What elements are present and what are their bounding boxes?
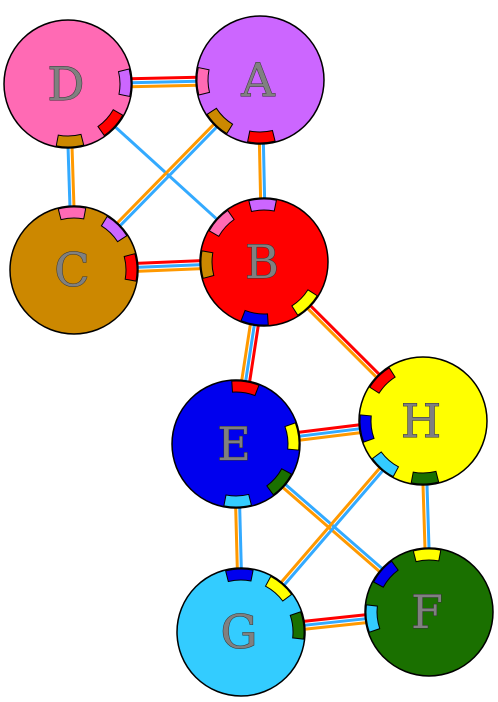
edge-strand xyxy=(425,482,431,551)
port-marker-D xyxy=(196,66,211,96)
node-A: A xyxy=(195,15,325,145)
edge-strand xyxy=(261,141,267,201)
port-marker-D xyxy=(57,206,87,221)
edge-A-C xyxy=(114,121,220,229)
edge-strand xyxy=(130,83,199,89)
edge-strand xyxy=(136,267,203,273)
node-label: D xyxy=(48,57,85,111)
edge-strand xyxy=(239,322,253,383)
edge-A-B xyxy=(257,141,267,201)
node-circle xyxy=(176,567,306,697)
edge-B-H xyxy=(305,303,382,380)
edge-G-F xyxy=(302,613,368,631)
edge-strand xyxy=(66,145,72,209)
port-marker-F xyxy=(410,470,440,485)
node-circle xyxy=(9,205,139,335)
node-circle xyxy=(358,356,488,486)
edge-B-E xyxy=(239,322,261,384)
port-marker-H xyxy=(264,575,293,602)
edge-strand xyxy=(296,423,362,434)
edge-H-G xyxy=(278,465,386,588)
edges-layer xyxy=(66,75,431,631)
edge-strand xyxy=(302,613,368,623)
port-marker-F xyxy=(266,468,293,496)
port-marker-G xyxy=(223,493,252,508)
node-label: G xyxy=(221,605,258,659)
port-marker-A xyxy=(117,68,132,98)
edge-strand xyxy=(117,124,220,229)
node-circle xyxy=(195,15,325,145)
edge-strand xyxy=(70,145,76,209)
port-marker-F xyxy=(289,611,305,640)
port-marker-E xyxy=(225,568,254,583)
port-marker-A xyxy=(100,215,128,243)
edge-strand xyxy=(308,303,382,377)
node-D: D xyxy=(3,19,133,149)
node-label: E xyxy=(217,417,251,471)
node-H: H xyxy=(358,356,488,486)
edge-E-H xyxy=(296,423,363,442)
port-marker-G xyxy=(365,604,381,633)
edge-strand xyxy=(297,431,363,442)
port-marker-G xyxy=(371,451,400,478)
node-circle xyxy=(199,197,329,327)
edge-strand xyxy=(243,323,257,383)
port-marker-C xyxy=(206,107,234,135)
node-G: G xyxy=(176,567,306,697)
edge-E-G xyxy=(234,505,243,571)
edge-strand xyxy=(135,263,203,269)
port-marker-B xyxy=(231,380,260,397)
port-marker-D xyxy=(208,209,235,237)
edge-strand xyxy=(114,121,217,226)
node-label: B xyxy=(245,235,279,289)
port-marker-H xyxy=(284,422,300,451)
edge-strand xyxy=(302,617,368,627)
edge-strand xyxy=(238,505,243,571)
node-label: A xyxy=(240,53,275,107)
edge-strand xyxy=(305,306,379,380)
edge-D-A xyxy=(129,75,199,89)
port-marker-E xyxy=(240,309,269,326)
edge-D-C xyxy=(66,145,76,209)
node-circle xyxy=(171,379,301,509)
node-circle xyxy=(3,19,133,149)
port-marker-C xyxy=(200,250,215,279)
port-marker-H xyxy=(412,548,442,563)
edge-strand xyxy=(302,621,368,631)
port-marker-B xyxy=(247,129,276,144)
edge-strand xyxy=(129,79,199,85)
edge-strand xyxy=(129,75,198,81)
port-marker-B xyxy=(97,109,124,137)
node-circle xyxy=(364,547,494,677)
edge-strand xyxy=(278,465,383,585)
node-B: B xyxy=(199,197,329,327)
nodes-layer: A B C D E F G H xyxy=(3,15,494,697)
edge-strand xyxy=(234,505,239,571)
edge-strand xyxy=(135,259,202,265)
node-label: F xyxy=(411,585,443,639)
edge-strand xyxy=(247,323,261,384)
node-label: C xyxy=(54,243,89,297)
port-marker-B xyxy=(369,367,396,394)
port-marker-E xyxy=(372,560,399,588)
port-marker-A xyxy=(248,198,277,213)
edge-C-B xyxy=(135,259,203,273)
edge-strand xyxy=(281,468,386,588)
port-marker-C xyxy=(55,133,85,148)
node-F: F xyxy=(364,547,494,677)
edge-H-F xyxy=(421,482,431,551)
node-E: E xyxy=(171,379,301,509)
node-C: C xyxy=(9,205,139,335)
edge-strand xyxy=(257,141,263,201)
port-marker-B xyxy=(123,253,138,282)
edge-strand xyxy=(297,427,362,438)
port-marker-E xyxy=(359,414,375,443)
node-label: H xyxy=(401,394,441,448)
port-marker-H xyxy=(291,289,318,316)
edge-strand xyxy=(421,482,427,551)
